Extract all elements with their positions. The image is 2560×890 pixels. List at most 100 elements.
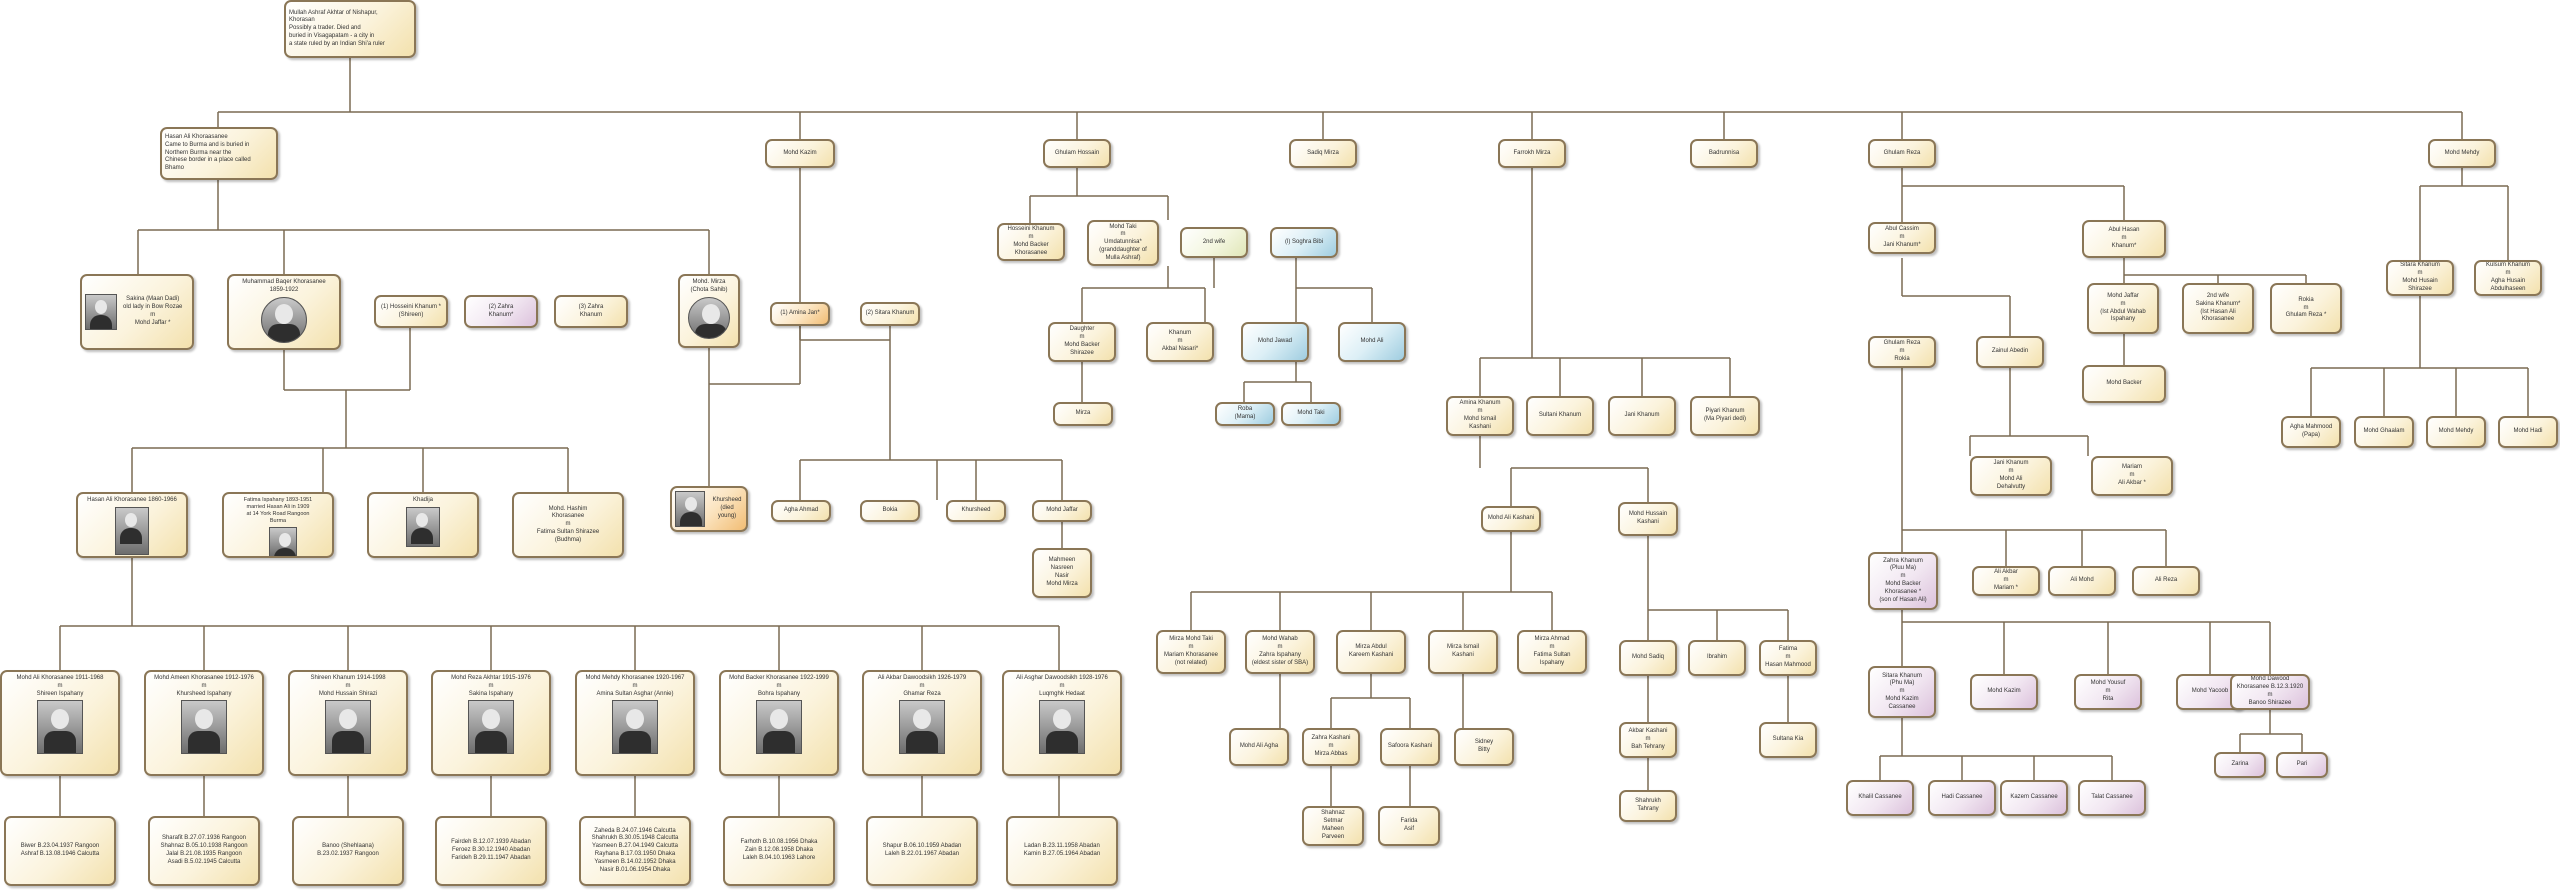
mahmeen-node[interactable]: Mahmeen Nasreen Nasir Mohd Mirza: [1032, 548, 1092, 598]
mohd-mehdy-child-node[interactable]: Mohd Mehdy: [2426, 416, 2486, 448]
gen3-mohd-backer-node[interactable]: Mohd Backer Khorasanee 1922-1999 m Bohra…: [719, 670, 839, 776]
kazem-cassanee-node[interactable]: Kazem Cassanee: [2000, 780, 2068, 816]
gen4-mohd-ali-children-node[interactable]: Biwer B.23.04.1937 Rangoon Ashraf B.13.0…: [4, 816, 116, 886]
sitara-khanum-mehdy-node[interactable]: Sitara Khanum m Mohd Husain Shirazee: [2386, 260, 2454, 296]
gen3-ali-akbar-node[interactable]: Ali Akbar Dawoodsikh 1926-1979 m Ghamar …: [862, 670, 982, 776]
amina-khanum-node[interactable]: Amina Khanum m Mohd Ismail Kashani: [1446, 396, 1514, 436]
abul-cassim-node[interactable]: Abul Cassim m Jani Khanum*: [1868, 222, 1936, 254]
zahra-khanum-node[interactable]: Zahra Khanum (Pluu Ma) m Mohd Backer Kho…: [1868, 552, 1938, 610]
mohd-kazim-node[interactable]: Mohd Kazim: [765, 139, 835, 168]
mohd-hadi-node[interactable]: Mohd Hadi: [2498, 416, 2558, 448]
sitara-khanum-2-node[interactable]: (2) Sitara Khanum: [860, 302, 920, 326]
gen3-mohd-mehdy-node[interactable]: Mohd Mehdy Khorasanee 1920-1967 m Amina …: [575, 670, 695, 776]
soghra-bibi-node[interactable]: (l) Soghra Bibi: [1270, 227, 1338, 258]
mohd-yousuf-node[interactable]: Mohd Yousuf m Rita: [2074, 674, 2142, 710]
agha-mahmood-node[interactable]: Agha Mahmood (Papa): [2281, 416, 2341, 448]
root-ancestor-node[interactable]: Mullah Ashraf Akhtar of Nishapur, Khoras…: [284, 0, 416, 58]
zarina-node[interactable]: Zarina: [2214, 752, 2266, 778]
mohd-jaffar-node[interactable]: Mohd Jaffar: [1032, 500, 1092, 522]
second-wife-node[interactable]: 2nd wife: [1180, 227, 1248, 258]
hosseini-khanum-node[interactable]: Hosseini Khanum m Mohd Backer Khorasanee: [997, 223, 1065, 261]
mirza-abdul-kareem-node[interactable]: Mirza Abdul Kareem Kashani: [1336, 630, 1406, 674]
ibrahim-node[interactable]: Ibrahim: [1688, 640, 1746, 676]
ghulam-hossain-node[interactable]: Ghulam Hossain: [1043, 139, 1111, 168]
mirza-mohd-taki-node[interactable]: Mirza Mohd Taki m Mariam Khorasanee (not…: [1156, 630, 1226, 674]
gen4-ali-asghar-children-node[interactable]: Ladan B.23.11.1958 Abadan Kamin B.27.05.…: [1006, 816, 1118, 886]
hasan-ali-node[interactable]: Hasan Ali Khoraasanee Came to Burma and …: [160, 127, 278, 180]
ali-mohd-node[interactable]: Ali Mohd: [2048, 566, 2116, 596]
hosseini-khanum-1-node[interactable]: (1) Hosseini Khanum * (Shireen): [374, 295, 448, 328]
sultani-khanum-node[interactable]: Sultani Khanum: [1526, 396, 1594, 436]
mohd-dawood-node[interactable]: Mohd Dawood Khorasanee B.12.3.1920 m Ban…: [2230, 674, 2310, 710]
sidney-node[interactable]: Sidney Bitty: [1454, 728, 1514, 766]
gen3-ali-asghar-node[interactable]: Ali Asghar Dawoodsikh 1928-1976 m Luqmgh…: [1002, 670, 1122, 776]
second-wife-right-node[interactable]: 2nd wife Sakina Khanum* (Ist Hasan Ali K…: [2182, 283, 2254, 334]
pari-node[interactable]: Pari: [2276, 752, 2328, 778]
ghulam-reza-rokia-node[interactable]: Ghulam Reza m Rokia: [1868, 336, 1936, 368]
shahrukh-node[interactable]: Shahrukh Tahrany: [1619, 790, 1677, 822]
talat-cassanee-node[interactable]: Talat Cassanee: [2078, 780, 2146, 816]
farrokh-mirza-node[interactable]: Farrokh Mirza: [1498, 139, 1566, 168]
ali-akbar-node[interactable]: Ali Akbar m Mariam *: [1972, 566, 2040, 596]
safoora-kashani-node[interactable]: Safoora Kashani: [1380, 728, 1440, 766]
gen4-ali-akbar-children-node[interactable]: Shapur B.06.10.1959 Abadan Laleh B.22.01…: [866, 816, 978, 886]
zahra-kashani-node[interactable]: Zahra Kashani m Mirza Abbas: [1302, 728, 1360, 766]
mirza-node[interactable]: Mirza: [1053, 402, 1113, 426]
fatima-ispahany-node[interactable]: Fatima Ispahany 1893-1951 married Hasan …: [222, 492, 334, 558]
mirza-ismail-node[interactable]: Mirza Ismail Kashani: [1428, 630, 1498, 674]
mariam-node[interactable]: Mariam m Ali Akbar *: [2091, 456, 2173, 496]
kulsum-khanum-node[interactable]: Kulsum Khanum m Agha Husain Abdulhaseen: [2474, 260, 2542, 296]
gen4-mohd-reza-children-node[interactable]: Fairdeh B.12.07.1939 Abadan Feroez B.30.…: [435, 816, 547, 886]
sadiq-mirza-node[interactable]: Sadiq Mirza: [1289, 139, 1357, 168]
khursheed-died-young-node[interactable]: Khursheed (died young): [670, 486, 748, 532]
ali-reza-node[interactable]: Ali Reza: [2132, 566, 2200, 596]
mohd-kazim-right-node[interactable]: Mohd Kazim: [1970, 674, 2038, 710]
gen3-mohd-ameen-node[interactable]: Mohd Ameen Khorasanee 1912-1976 m Khursh…: [144, 670, 264, 776]
mohd-hussain-kashani-node[interactable]: Mohd Hussain Kashani: [1618, 502, 1678, 536]
gen3-mohd-ali-node[interactable]: Mohd Ali Khorasanee 1911-1968 m Shireen …: [0, 670, 120, 776]
roba-node[interactable]: Roba (Mama): [1215, 402, 1275, 426]
mohd-ali-blue-node[interactable]: Mohd Ali: [1338, 322, 1406, 362]
zahra-khanum-2-node[interactable]: (2) Zahra Khanum*: [464, 295, 538, 328]
mohd-taki-blue-node[interactable]: Mohd Taki: [1281, 402, 1341, 426]
shahnaz-node[interactable]: Shahnaz Setmar Maheen Parveen: [1302, 806, 1364, 846]
fatima-hasan-node[interactable]: Fatima m Hasan Mahmood: [1759, 640, 1817, 676]
sultana-kia-node[interactable]: Sultana Kia: [1759, 722, 1817, 758]
gen4-mohd-backer-children-node[interactable]: Farhoth B.10.08.1956 Dhaka Zain B.12.08.…: [723, 816, 835, 886]
gen4-mohd-ameen-children-node[interactable]: Sharafit B.27.07.1936 Rangoon Shahnaz B.…: [148, 816, 260, 886]
khalil-cassanee-node[interactable]: Khalil Cassanee: [1846, 780, 1914, 816]
mohd-jawad-node[interactable]: Mohd Jawad: [1241, 322, 1309, 362]
mohd-hashim-node[interactable]: Mohd. Hashim Khorasanee m Fatima Sultan …: [512, 492, 624, 558]
gen3-shireen-khanum-node[interactable]: Shireen Khanum 1914-1998 m Mohd Hussain …: [288, 670, 408, 776]
mirza-ahmad-node[interactable]: Mirza Ahmad m Fatima Sultan Ispahany: [1517, 630, 1587, 674]
mohd-ali-kashani-node[interactable]: Mohd Ali Kashani: [1481, 506, 1541, 532]
mohd-taki-node[interactable]: Mohd Taki m Umdatunnisa* (granddaughter …: [1087, 220, 1159, 266]
abul-hasan-node[interactable]: Abul Hasan m Khanum*: [2082, 220, 2166, 258]
mohd-mehdy-node[interactable]: Mohd Mehdy: [2428, 139, 2496, 168]
amina-jan-node[interactable]: (1) Amina Jan*: [770, 302, 830, 326]
mohd-backer-right-node[interactable]: Mohd Backer: [2082, 365, 2166, 403]
mohd-ghaalam-node[interactable]: Mohd Ghaalam: [2354, 416, 2414, 448]
daughter-node[interactable]: Daughter m Mohd Backer Shirazee: [1048, 322, 1116, 362]
khadija-node[interactable]: Khadija: [367, 492, 479, 558]
akbar-kashani-node[interactable]: Akbar Kashani m Bah Tehrany: [1619, 722, 1677, 758]
sitara-khanum-right-node[interactable]: Sitara Khanum (Phu Ma) m Mohd Kazim Cass…: [1868, 666, 1936, 718]
khanum-akbar-node[interactable]: Khanum m Akbal Nasari*: [1146, 322, 1214, 362]
piyari-khanum-node[interactable]: Piyari Khanum (Ma Piyari dedi): [1690, 396, 1760, 436]
hadi-cassanee-node[interactable]: Hadi Cassanee: [1928, 780, 1996, 816]
gen4-shireen-children-node[interactable]: Banoo (Shehlaana) B.23.02.1937 Rangoon: [292, 816, 404, 886]
mohd-jaffar-right-node[interactable]: Mohd Jaffar m (Ist Abdul Wahab Ispahany: [2087, 283, 2159, 334]
mohd-mirza-chota-node[interactable]: Mohd. Mirza (Chota Sahib): [678, 274, 740, 348]
gen4-mohd-mehdy-children-node[interactable]: Zaheda B.24.07.1946 Calcutta Shahrukh B.…: [579, 816, 691, 886]
hasan-ali-khorasanee-node[interactable]: Hasan Ali Khorasanee 1860-1966: [76, 492, 188, 558]
sakina-node[interactable]: Sakina (Maan Dadi) old lady in Bow Rozae…: [80, 274, 194, 350]
bokia-node[interactable]: Bokia: [860, 500, 920, 522]
agha-ahmad-node[interactable]: Agha Ahmad: [771, 500, 831, 522]
zainul-abedin-node[interactable]: Zainul Abedin: [1976, 336, 2044, 368]
jani-khanum-right-node[interactable]: Jani Khanum m Mohd Ali Dehalvutty: [1970, 456, 2052, 496]
jani-khanum-node[interactable]: Jani Khanum: [1608, 396, 1676, 436]
mohd-wahab-node[interactable]: Mohd Wahab m Zahra Ispahany (eldest sist…: [1245, 630, 1315, 674]
gen3-mohd-reza-node[interactable]: Mohd Reza Akhtar 1915-1976 m Sakina Ispa…: [431, 670, 551, 776]
muhammad-baqer-node[interactable]: Muhammad Baqer Khorasanee 1859-1922: [227, 274, 341, 350]
farida-node[interactable]: Farida Asif: [1378, 806, 1440, 846]
